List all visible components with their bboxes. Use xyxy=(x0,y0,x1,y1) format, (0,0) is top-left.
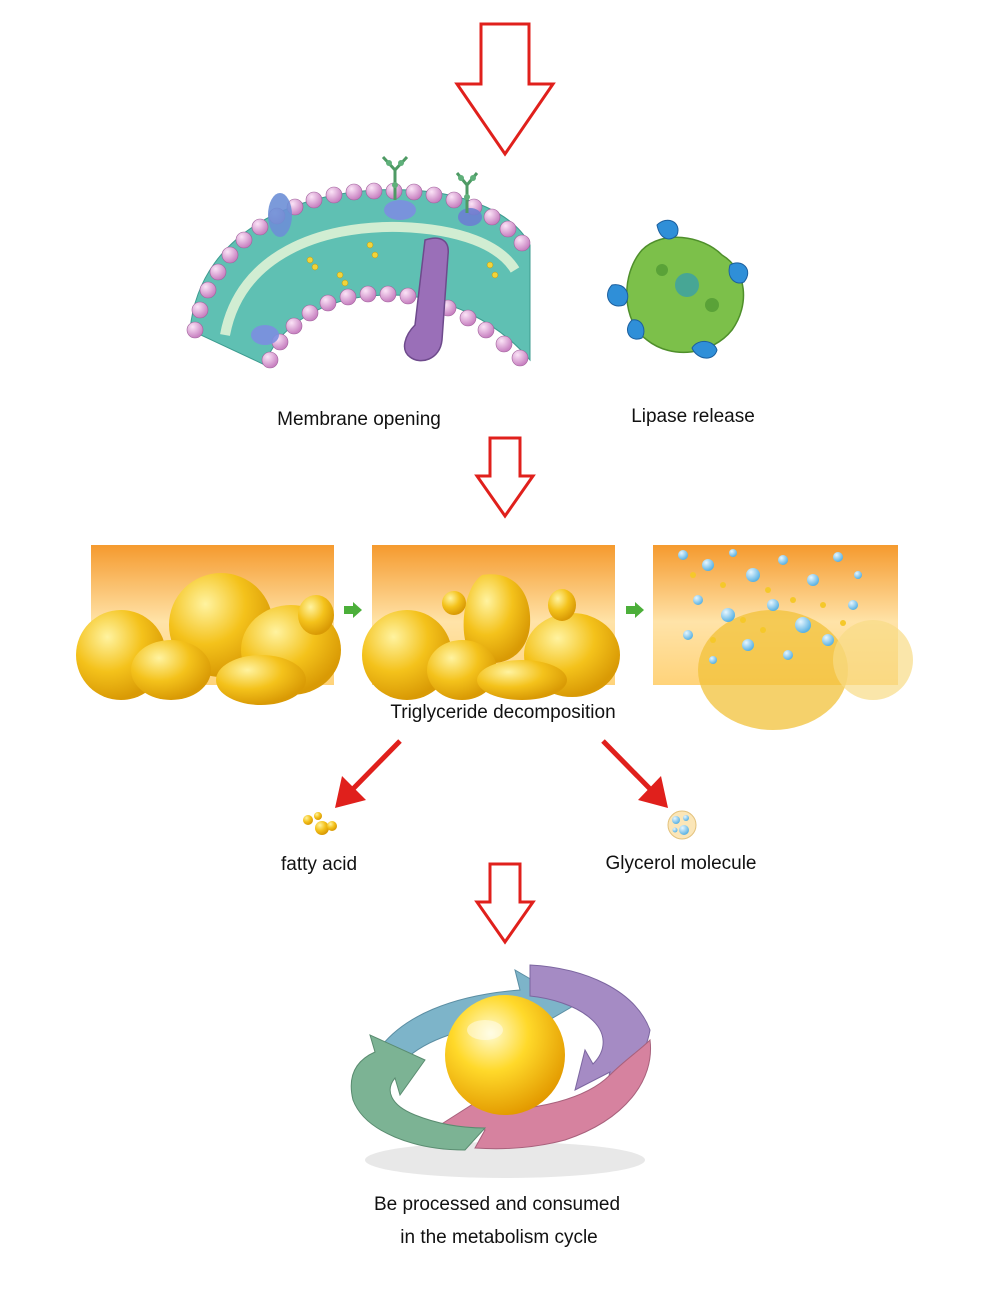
metabolism-cycle-illustration xyxy=(350,964,652,1178)
down-arrow-2 xyxy=(474,436,536,519)
down-arrow-3 xyxy=(474,862,536,945)
cycle-caption-line2: in the metabolism cycle xyxy=(400,1227,598,1248)
membrane-opening-label: Membrane opening xyxy=(277,409,441,430)
glycerol-molecule-label: Glycerol molecule xyxy=(605,853,757,874)
lipase-illustration xyxy=(607,219,749,359)
down-arrow-1 xyxy=(454,22,556,157)
triglyceride-panel-3 xyxy=(653,545,913,730)
glycerol-molecule-icon xyxy=(667,810,697,840)
triglyceride-panel-1 xyxy=(76,545,341,705)
diagonal-arrow-right xyxy=(601,739,668,808)
step-arrow-2 xyxy=(626,602,644,618)
cycle-caption-line1: Be processed and consumed xyxy=(373,1194,621,1215)
triglyceride-panel-2 xyxy=(362,545,620,700)
diagonal-arrow-left xyxy=(335,739,402,808)
lipase-release-label: Lipase release xyxy=(631,406,755,427)
step-arrow-1 xyxy=(344,602,362,618)
fatty-acid-icon xyxy=(303,812,337,835)
fatty-acid-label: fatty acid xyxy=(280,854,358,875)
triglyceride-decomposition-label: Triglyceride decomposition xyxy=(390,702,616,723)
membrane-illustration xyxy=(186,155,531,369)
